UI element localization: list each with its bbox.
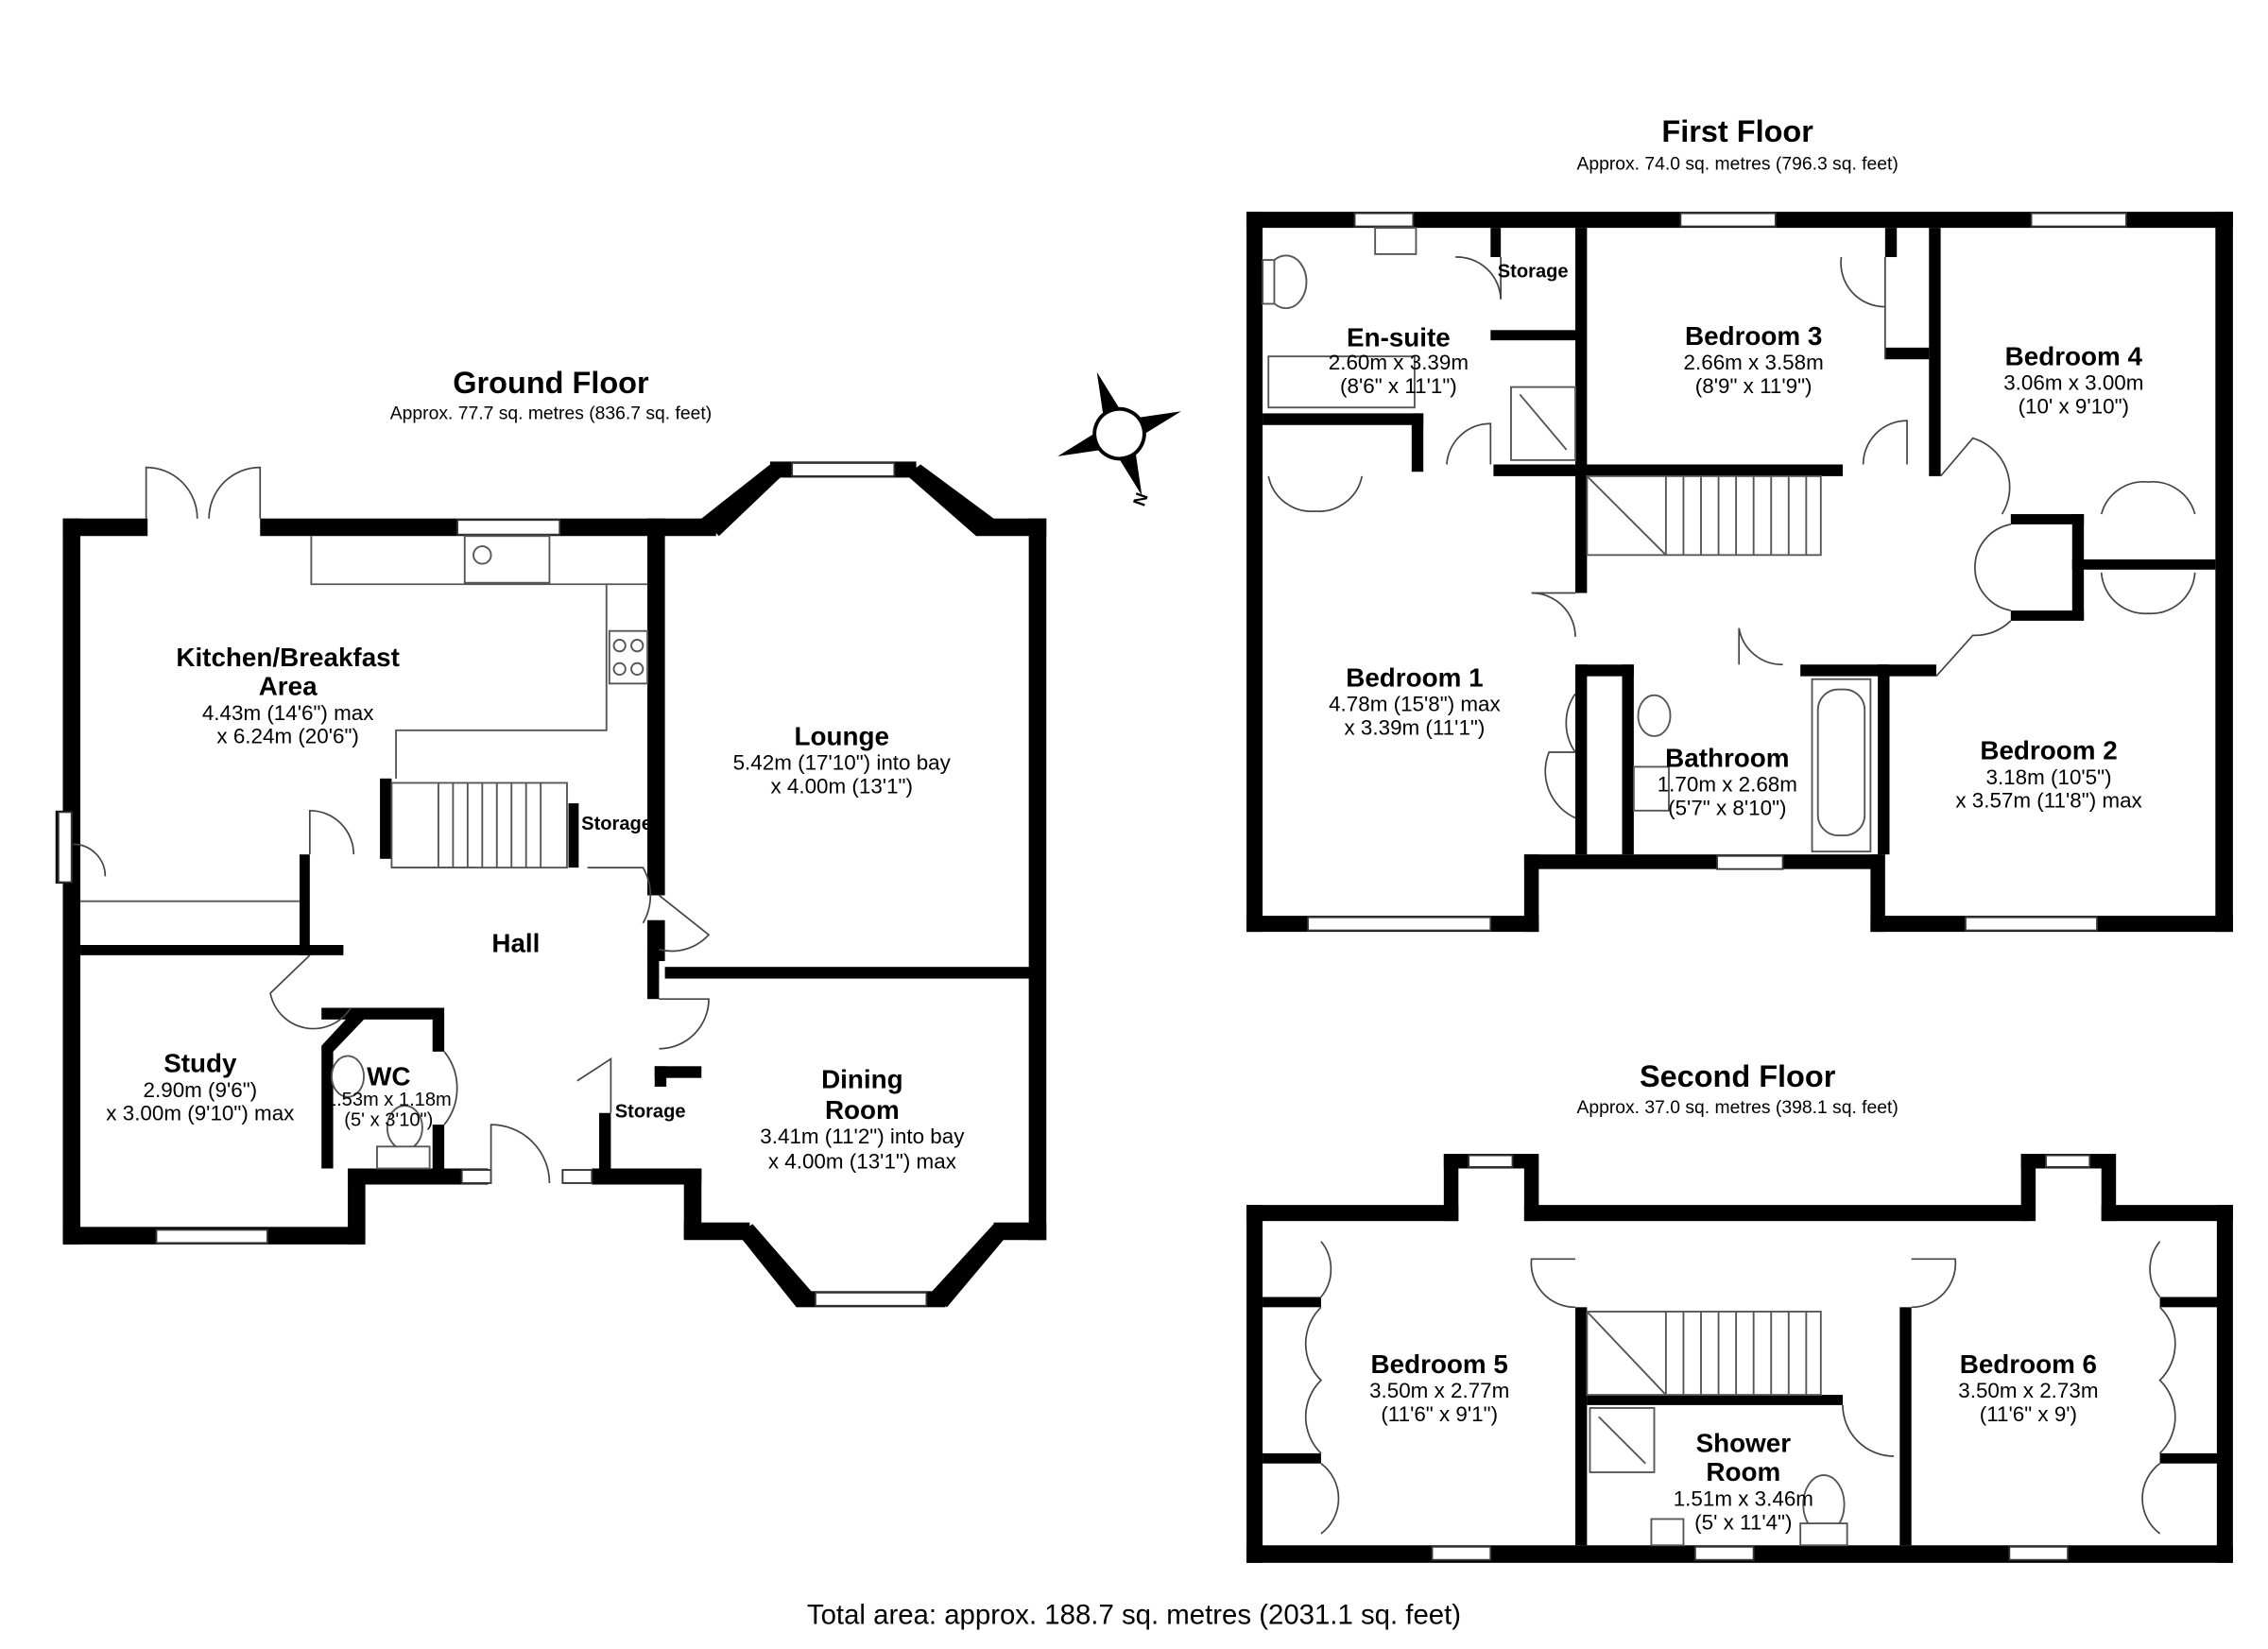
first-floor-fixtures [1262,227,1872,853]
ground-floor-windows [57,462,928,1307]
room-storage-upper: Storage [581,814,652,834]
room-storage-lower: Storage [615,1101,686,1122]
ground-floor: Ground Floor Approx. 77.7 sq. metres (83… [55,366,1047,1308]
total-area: Total area: approx. 188.7 sq. metres (20… [807,1600,1461,1631]
svg-text:x 3.39m (11'1"): x 3.39m (11'1") [1344,715,1485,739]
ground-floor-doors [73,466,711,1183]
svg-text:2.90m (9'6"): 2.90m (9'6") [144,1078,258,1102]
svg-text:4.43m (14'6") max: 4.43m (14'6") max [202,701,374,725]
svg-text:3.06m x 3.00m: 3.06m x 3.00m [2003,371,2143,395]
room-bedroom3: Bedroom 3 2.66m x 3.58m (8'9" x 11'9") [1684,321,1824,398]
second-floor-stairs [1586,1311,1822,1396]
svg-text:4.78m (15'8") max: 4.78m (15'8") max [1329,693,1501,716]
svg-text:Area: Area [259,672,318,701]
room-bedroom4: Bedroom 4 3.06m x 3.00m (10' x 9'10") [2003,341,2143,418]
svg-text:1.70m x 2.68m: 1.70m x 2.68m [1658,773,1797,797]
svg-text:WC: WC [367,1061,410,1091]
svg-text:x 6.24m (20'6"): x 6.24m (20'6") [216,725,359,748]
room-wc: WC 1.53m x 1.18m (5' x 3'10") [326,1061,452,1130]
svg-text:Kitchen/Breakfast: Kitchen/Breakfast [176,643,400,672]
svg-text:1.51m x 3.46m: 1.51m x 3.46m [1674,1487,1813,1511]
room-kitchen: Kitchen/Breakfast Area 4.43m (14'6") max… [176,643,400,748]
svg-text:Lounge: Lounge [794,721,888,750]
room-hall: Hall [491,929,540,958]
first-floor: First Floor Approx. 74.0 sq. metres (796… [1246,114,2233,933]
svg-text:(8'6" x 11'1"): (8'6" x 11'1") [1340,374,1457,398]
first-floor-doors [1267,256,2196,819]
svg-text:3.41m (11'2") into bay: 3.41m (11'2") into bay [760,1125,965,1148]
room-bedroom6: Bedroom 6 3.50m x 2.73m (11'6" x 9') [1958,1349,2098,1426]
second-floor-doors [1304,1241,2176,1535]
second-floor-fixtures [1589,1407,1848,1547]
svg-text:3.50m x 2.77m: 3.50m x 2.77m [1369,1379,1509,1402]
first-floor-windows [1307,212,2127,932]
room-dining: Dining Room 3.41m (11'2") into bay x 4.0… [760,1064,965,1173]
compass-icon [1057,371,1181,496]
svg-text:Shower: Shower [1696,1428,1792,1457]
room-bedroom2: Bedroom 2 3.18m (10'5") x 3.57m (11'8") … [1955,736,2141,813]
svg-text:(5' x 11'4"): (5' x 11'4") [1694,1510,1792,1534]
svg-text:Bedroom 6: Bedroom 6 [1960,1349,2097,1379]
svg-text:2.66m x 3.58m: 2.66m x 3.58m [1684,351,1824,374]
second-floor: Second Floor Approx. 37.0 sq. metres (39… [1246,1059,2233,1563]
svg-text:(5' x 3'10"): (5' x 3'10") [344,1110,433,1131]
room-bedroom5: Bedroom 5 3.50m x 2.77m (11'6" x 9'1") [1369,1349,1509,1426]
first-floor-labels: En-suite 2.60m x 3.39m (8'6" x 11'1") St… [1329,262,2144,820]
svg-text:(5'7" x 8'10"): (5'7" x 8'10") [1668,796,1786,819]
svg-text:(10' x 9'10"): (10' x 9'10") [2019,394,2129,418]
room-study: Study 2.90m (9'6") x 3.00m (9'10") max [106,1048,294,1125]
svg-text:x 4.00m (13'1") max: x 4.00m (13'1") max [768,1149,956,1173]
first-floor-title: First Floor [1661,114,1813,148]
first-floor-walls [1246,212,2233,933]
ground-floor-title: Ground Floor [453,366,649,400]
room-shower: Shower Room 1.51m x 3.46m (5' x 11'4") [1674,1428,1813,1534]
second-floor-walls [1246,1154,2233,1563]
svg-text:Room: Room [1706,1457,1780,1486]
svg-text:(11'6" x 9'1"): (11'6" x 9'1") [1381,1402,1498,1426]
svg-text:Bedroom 5: Bedroom 5 [1371,1349,1508,1379]
first-floor-stairs [1586,474,1822,557]
compass-north-label: N [1128,490,1151,508]
svg-text:x 3.57m (11'8") max: x 3.57m (11'8") max [1955,789,2141,813]
svg-text:Dining: Dining [821,1064,903,1093]
svg-text:x 3.00m (9'10") max: x 3.00m (9'10") max [106,1101,294,1125]
svg-text:x 4.00m (13'1"): x 4.00m (13'1") [770,774,913,798]
svg-text:Bedroom 1: Bedroom 1 [1346,662,1483,692]
second-floor-title: Second Floor [1640,1059,1836,1093]
second-floor-area: Approx. 37.0 sq. metres (398.1 sq. feet) [1576,1098,1898,1118]
svg-text:Bedroom 4: Bedroom 4 [2005,341,2143,370]
svg-text:(11'6" x 9'): (11'6" x 9') [1980,1402,2077,1426]
first-floor-area: Approx. 74.0 sq. metres (796.3 sq. feet) [1576,154,1898,174]
wc-fixtures [331,1055,431,1170]
svg-text:5.42m (17'10") into bay: 5.42m (17'10") into bay [733,751,952,775]
svg-text:Bathroom: Bathroom [1665,743,1789,772]
svg-text:2.60m x 3.39m: 2.60m x 3.39m [1329,351,1469,374]
ground-floor-stairs [390,782,568,869]
svg-text:1.53m x 1.18m: 1.53m x 1.18m [326,1090,452,1110]
room-lounge: Lounge 5.42m (17'10") into bay x 4.00m (… [733,721,952,798]
svg-text:(8'9" x 11'9"): (8'9" x 11'9") [1695,374,1813,398]
room-bedroom1: Bedroom 1 4.78m (15'8") max x 3.39m (11'… [1329,662,1501,739]
ground-floor-labels: Kitchen/Breakfast Area 4.43m (14'6") max… [106,643,965,1174]
svg-text:Room: Room [825,1095,900,1125]
second-floor-labels: Bedroom 5 3.50m x 2.77m (11'6" x 9'1") S… [1369,1349,2098,1534]
svg-text:Study: Study [163,1048,237,1077]
second-floor-windows [1431,1154,2091,1561]
svg-text:Bedroom 3: Bedroom 3 [1685,321,1822,351]
ground-floor-walls [55,461,1047,1308]
kitchen-worktop [80,535,648,902]
svg-text:3.18m (10'5"): 3.18m (10'5") [1986,765,2112,789]
svg-text:Bedroom 2: Bedroom 2 [1980,736,2117,765]
room-ensuite: En-suite 2.60m x 3.39m (8'6" x 11'1") [1329,322,1469,397]
room-storage: Storage [1498,262,1569,283]
svg-text:3.50m x 2.73m: 3.50m x 2.73m [1958,1379,2098,1402]
room-bathroom: Bathroom 1.70m x 2.68m (5'7" x 8'10") [1658,743,1797,819]
ground-floor-area: Approx. 77.7 sq. metres (836.7 sq. feet) [390,404,712,424]
svg-text:En-suite: En-suite [1347,322,1451,352]
